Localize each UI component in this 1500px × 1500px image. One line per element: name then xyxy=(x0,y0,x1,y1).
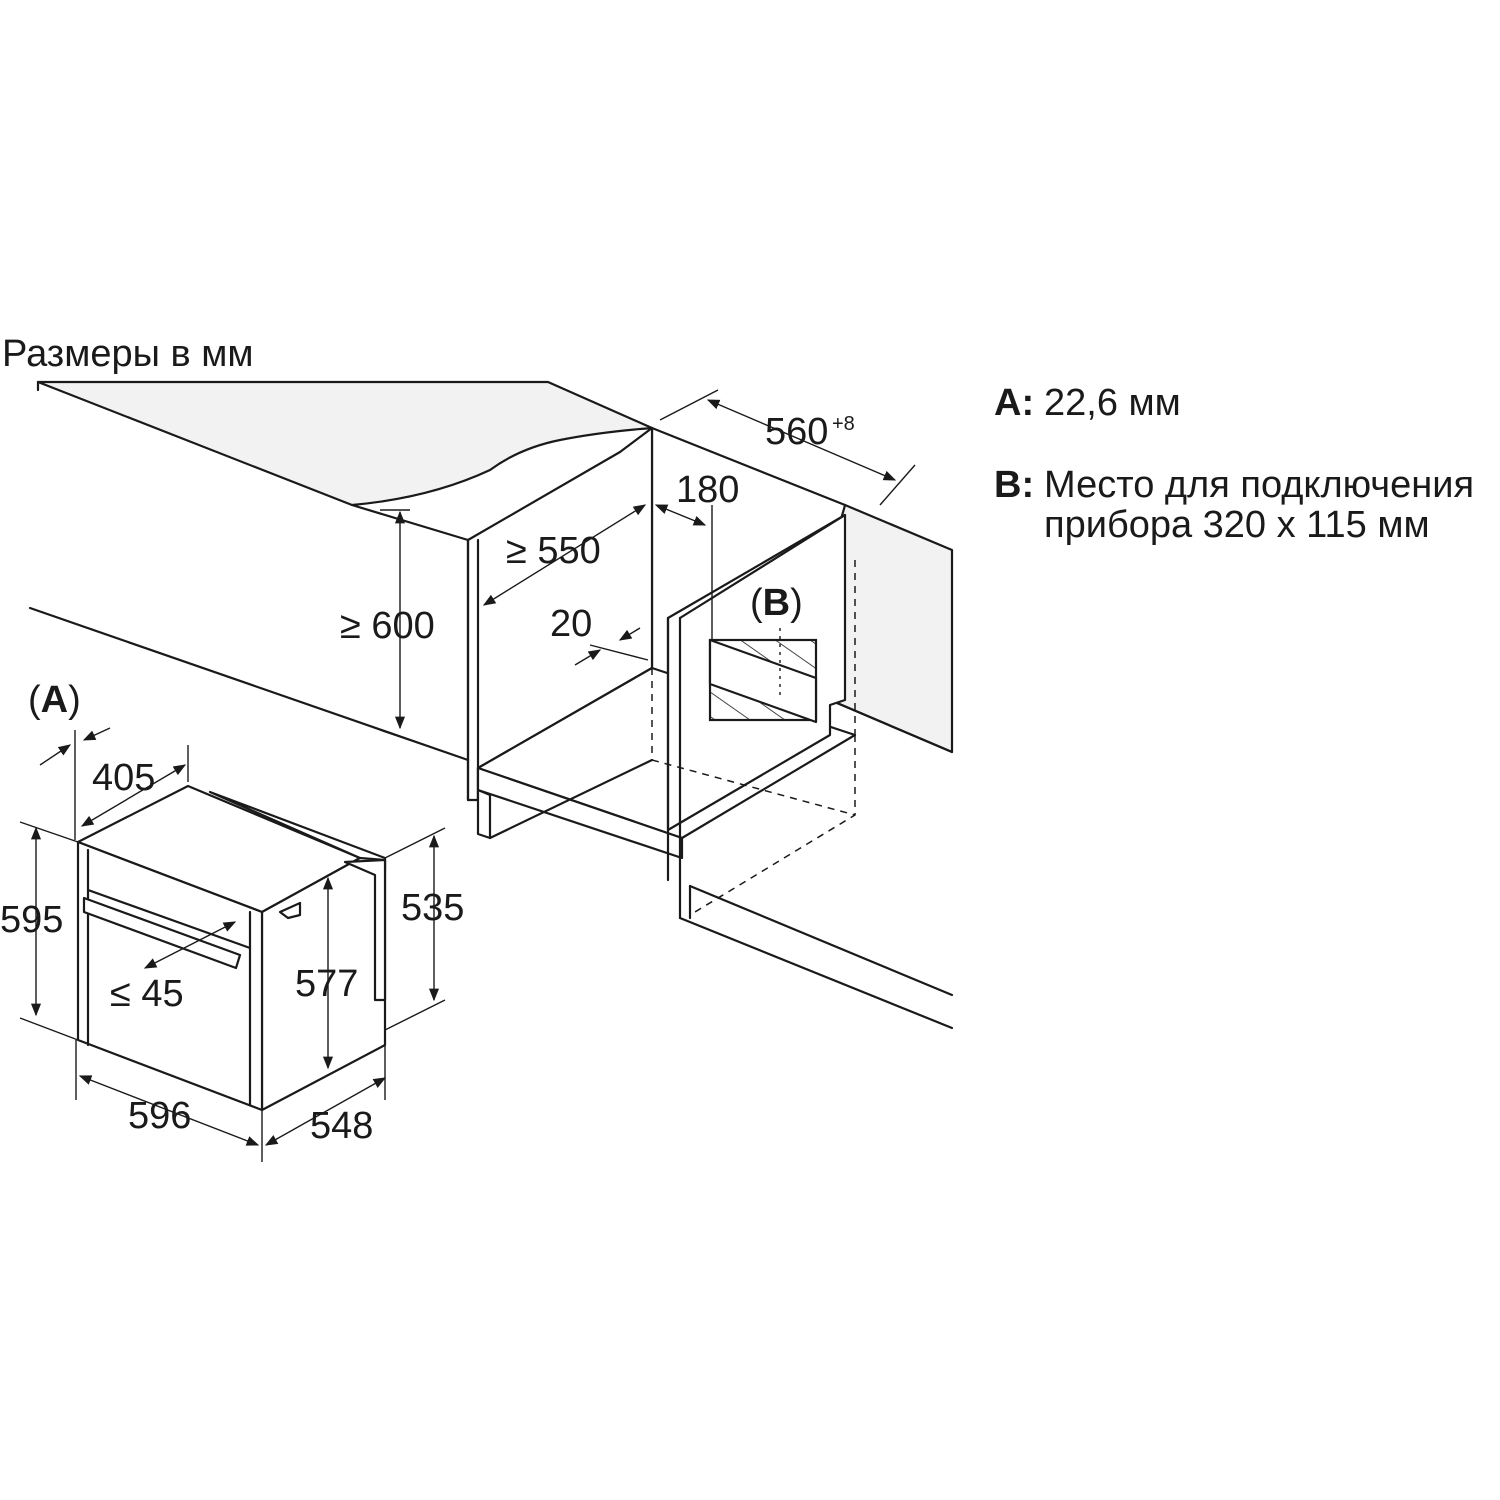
cabinet-dimensions xyxy=(379,389,916,761)
dim-line-550 xyxy=(482,504,647,606)
label-405: 405 xyxy=(92,757,155,799)
legend-text-a: 22,6 мм xyxy=(1044,382,1181,424)
units-note: Размеры в мм xyxy=(2,333,253,375)
label-560: 560 xyxy=(765,411,828,453)
dim-line-45 xyxy=(143,921,237,969)
dim-line-20 xyxy=(574,649,602,666)
label-connection-marker: (B) xyxy=(750,582,803,624)
dim-line-560 xyxy=(706,399,897,481)
label-appliance-marker: (A) xyxy=(28,679,81,721)
legend-key-b: B: xyxy=(994,464,1035,506)
label-180: 180 xyxy=(676,469,739,511)
oven-drawing xyxy=(76,784,387,1112)
legend-text-b-line1: Место для подключения xyxy=(1044,464,1475,506)
cabinet-drawing xyxy=(28,380,954,1030)
label-45: ≤ 45 xyxy=(110,973,184,1015)
legend-key-a: A: xyxy=(994,382,1035,424)
dim-line-405 xyxy=(80,764,187,827)
oven-dimensions xyxy=(19,727,446,1162)
dim-line-180 xyxy=(654,504,707,526)
label-560-tolerance: +8 xyxy=(832,413,855,435)
dim-line-548 xyxy=(264,1077,387,1146)
legend: A: 22,6 мм B: Место для подключения приб… xyxy=(994,382,1494,552)
legend-text-b-line2: прибора 320 х 115 мм xyxy=(1044,504,1430,546)
label-600: ≥ 600 xyxy=(340,605,435,647)
label-550: ≥ 550 xyxy=(506,530,601,572)
label-595: 595 xyxy=(0,899,63,941)
dim-line-596 xyxy=(78,1075,260,1146)
label-577: 577 xyxy=(295,963,358,1005)
legend-item-a: A: 22,6 мм xyxy=(994,382,1494,424)
label-20: 20 xyxy=(550,603,592,645)
legend-item-b: B: Место для подключения прибора 320 х 1… xyxy=(994,464,1494,548)
label-596: 596 xyxy=(128,1095,191,1137)
label-535: 535 xyxy=(401,887,464,929)
worktop-left xyxy=(36,380,654,507)
label-548: 548 xyxy=(310,1105,373,1147)
